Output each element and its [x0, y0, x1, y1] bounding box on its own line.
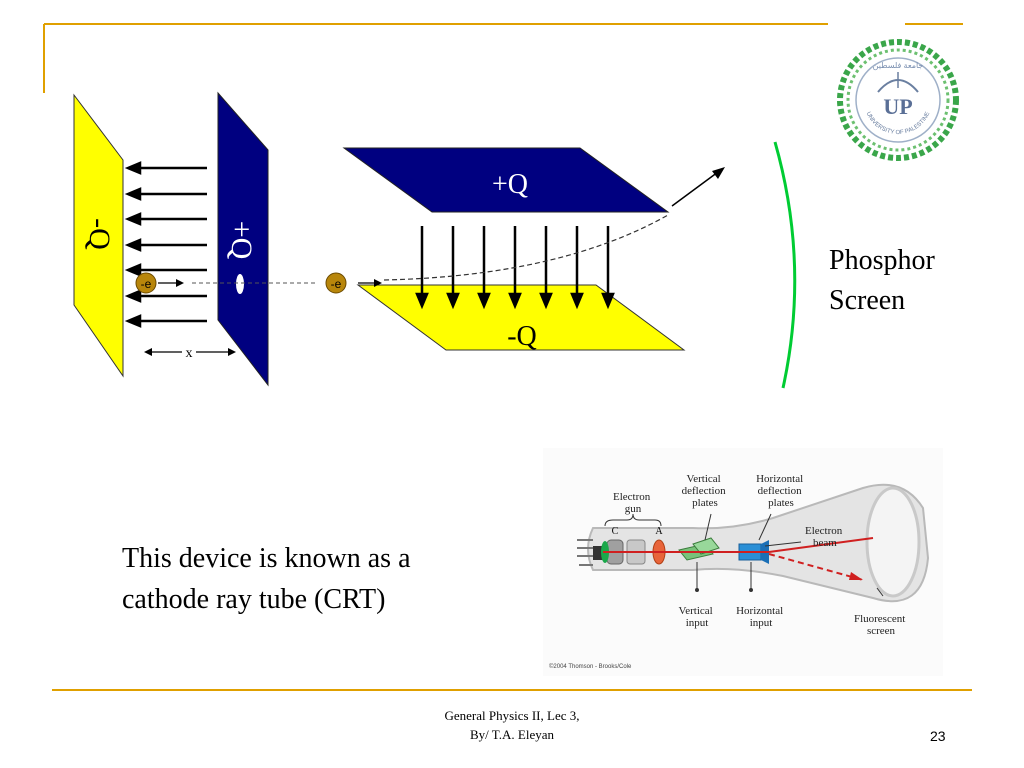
- electron-1-label: -e: [141, 277, 152, 291]
- vertical-input-label: Vertical input: [679, 605, 716, 629]
- electron-1: [135, 272, 157, 294]
- crt-illustration: C A Electron gun: [543, 448, 943, 676]
- exit-arrow: [671, 171, 719, 207]
- footer-line-2: By/ T.A. Eleyan: [469, 727, 554, 742]
- electron-gun-label: Electron gun: [613, 491, 653, 515]
- page-number: 23: [930, 728, 946, 744]
- electron-2-label: -e: [331, 277, 342, 291]
- laurel-wreath: [837, 39, 959, 161]
- logo-initials: UP: [883, 94, 912, 119]
- crt-diagram: C A Electron gun: [549, 473, 930, 670]
- negative-plate-label: -Q: [83, 218, 116, 250]
- crt-heater: [593, 546, 603, 560]
- bottom-plate-label: -Q: [507, 321, 537, 352]
- logo-arabic-text: جامعة فلسطين: [873, 61, 924, 70]
- top-plate-label: +Q: [492, 169, 528, 200]
- crt-copyright: ©2004 Thomson - Brooks/Cole: [549, 663, 632, 670]
- negative-plate: [73, 93, 124, 378]
- electron-beam-upper: [768, 537, 874, 553]
- field-arrows-down: [415, 226, 615, 310]
- positive-plate-hole: [236, 274, 244, 294]
- caption-line-1: This device is known as a: [122, 543, 411, 574]
- caption: This device is known as a cathode ray tu…: [122, 538, 542, 620]
- horizontal-deflection-label: Horizontal deflection plates: [756, 473, 806, 509]
- fluorescent-screen-label: Fluorescent screen: [854, 613, 908, 637]
- logo-emblem: UNIVERSITY OF PALESTINE UP جامعة فلسطين: [837, 39, 959, 161]
- field-arrows-left: [124, 161, 207, 328]
- horizontal-input-label: Horizontal input: [736, 605, 786, 629]
- positive-plate: [217, 91, 269, 387]
- cathode-label: C: [612, 526, 619, 537]
- crt-tube: [587, 483, 930, 603]
- footer: General Physics II, Lec 3, By/ T.A. Eley…: [372, 706, 652, 744]
- electron-trajectory: [383, 214, 669, 281]
- electron-beam-lower: [768, 553, 864, 581]
- phosphor-screen-arc: [773, 141, 797, 389]
- phosphor-screen-label: Phosphor Screen: [829, 241, 935, 321]
- logo-inner-ring: [855, 57, 941, 143]
- bottom-plate: [356, 284, 686, 351]
- anode-label: A: [655, 526, 663, 537]
- electron-2: [325, 272, 347, 294]
- electron-gun-brace: [604, 513, 662, 527]
- crt-pins: [577, 539, 593, 566]
- caption-line-2: cathode ray tube (CRT): [122, 584, 386, 615]
- phosphor-line-2: Screen: [829, 285, 906, 316]
- electron-beam-label: Electron beam: [805, 525, 845, 549]
- distance-label: x: [186, 346, 193, 361]
- vertical-deflection-label: Vertical deflection plates: [682, 473, 729, 509]
- footer-line-1: General Physics II, Lec 3,: [444, 708, 580, 723]
- positive-plate-label: +Q: [225, 221, 258, 260]
- university-logo: UNIVERSITY OF PALESTINE UP جامعة فلسطين: [834, 38, 962, 162]
- top-plate: [342, 147, 670, 213]
- crt-screen-face: [865, 486, 921, 598]
- phosphor-line-1: Phosphor: [829, 245, 935, 276]
- crt-leader-lines: [695, 513, 884, 597]
